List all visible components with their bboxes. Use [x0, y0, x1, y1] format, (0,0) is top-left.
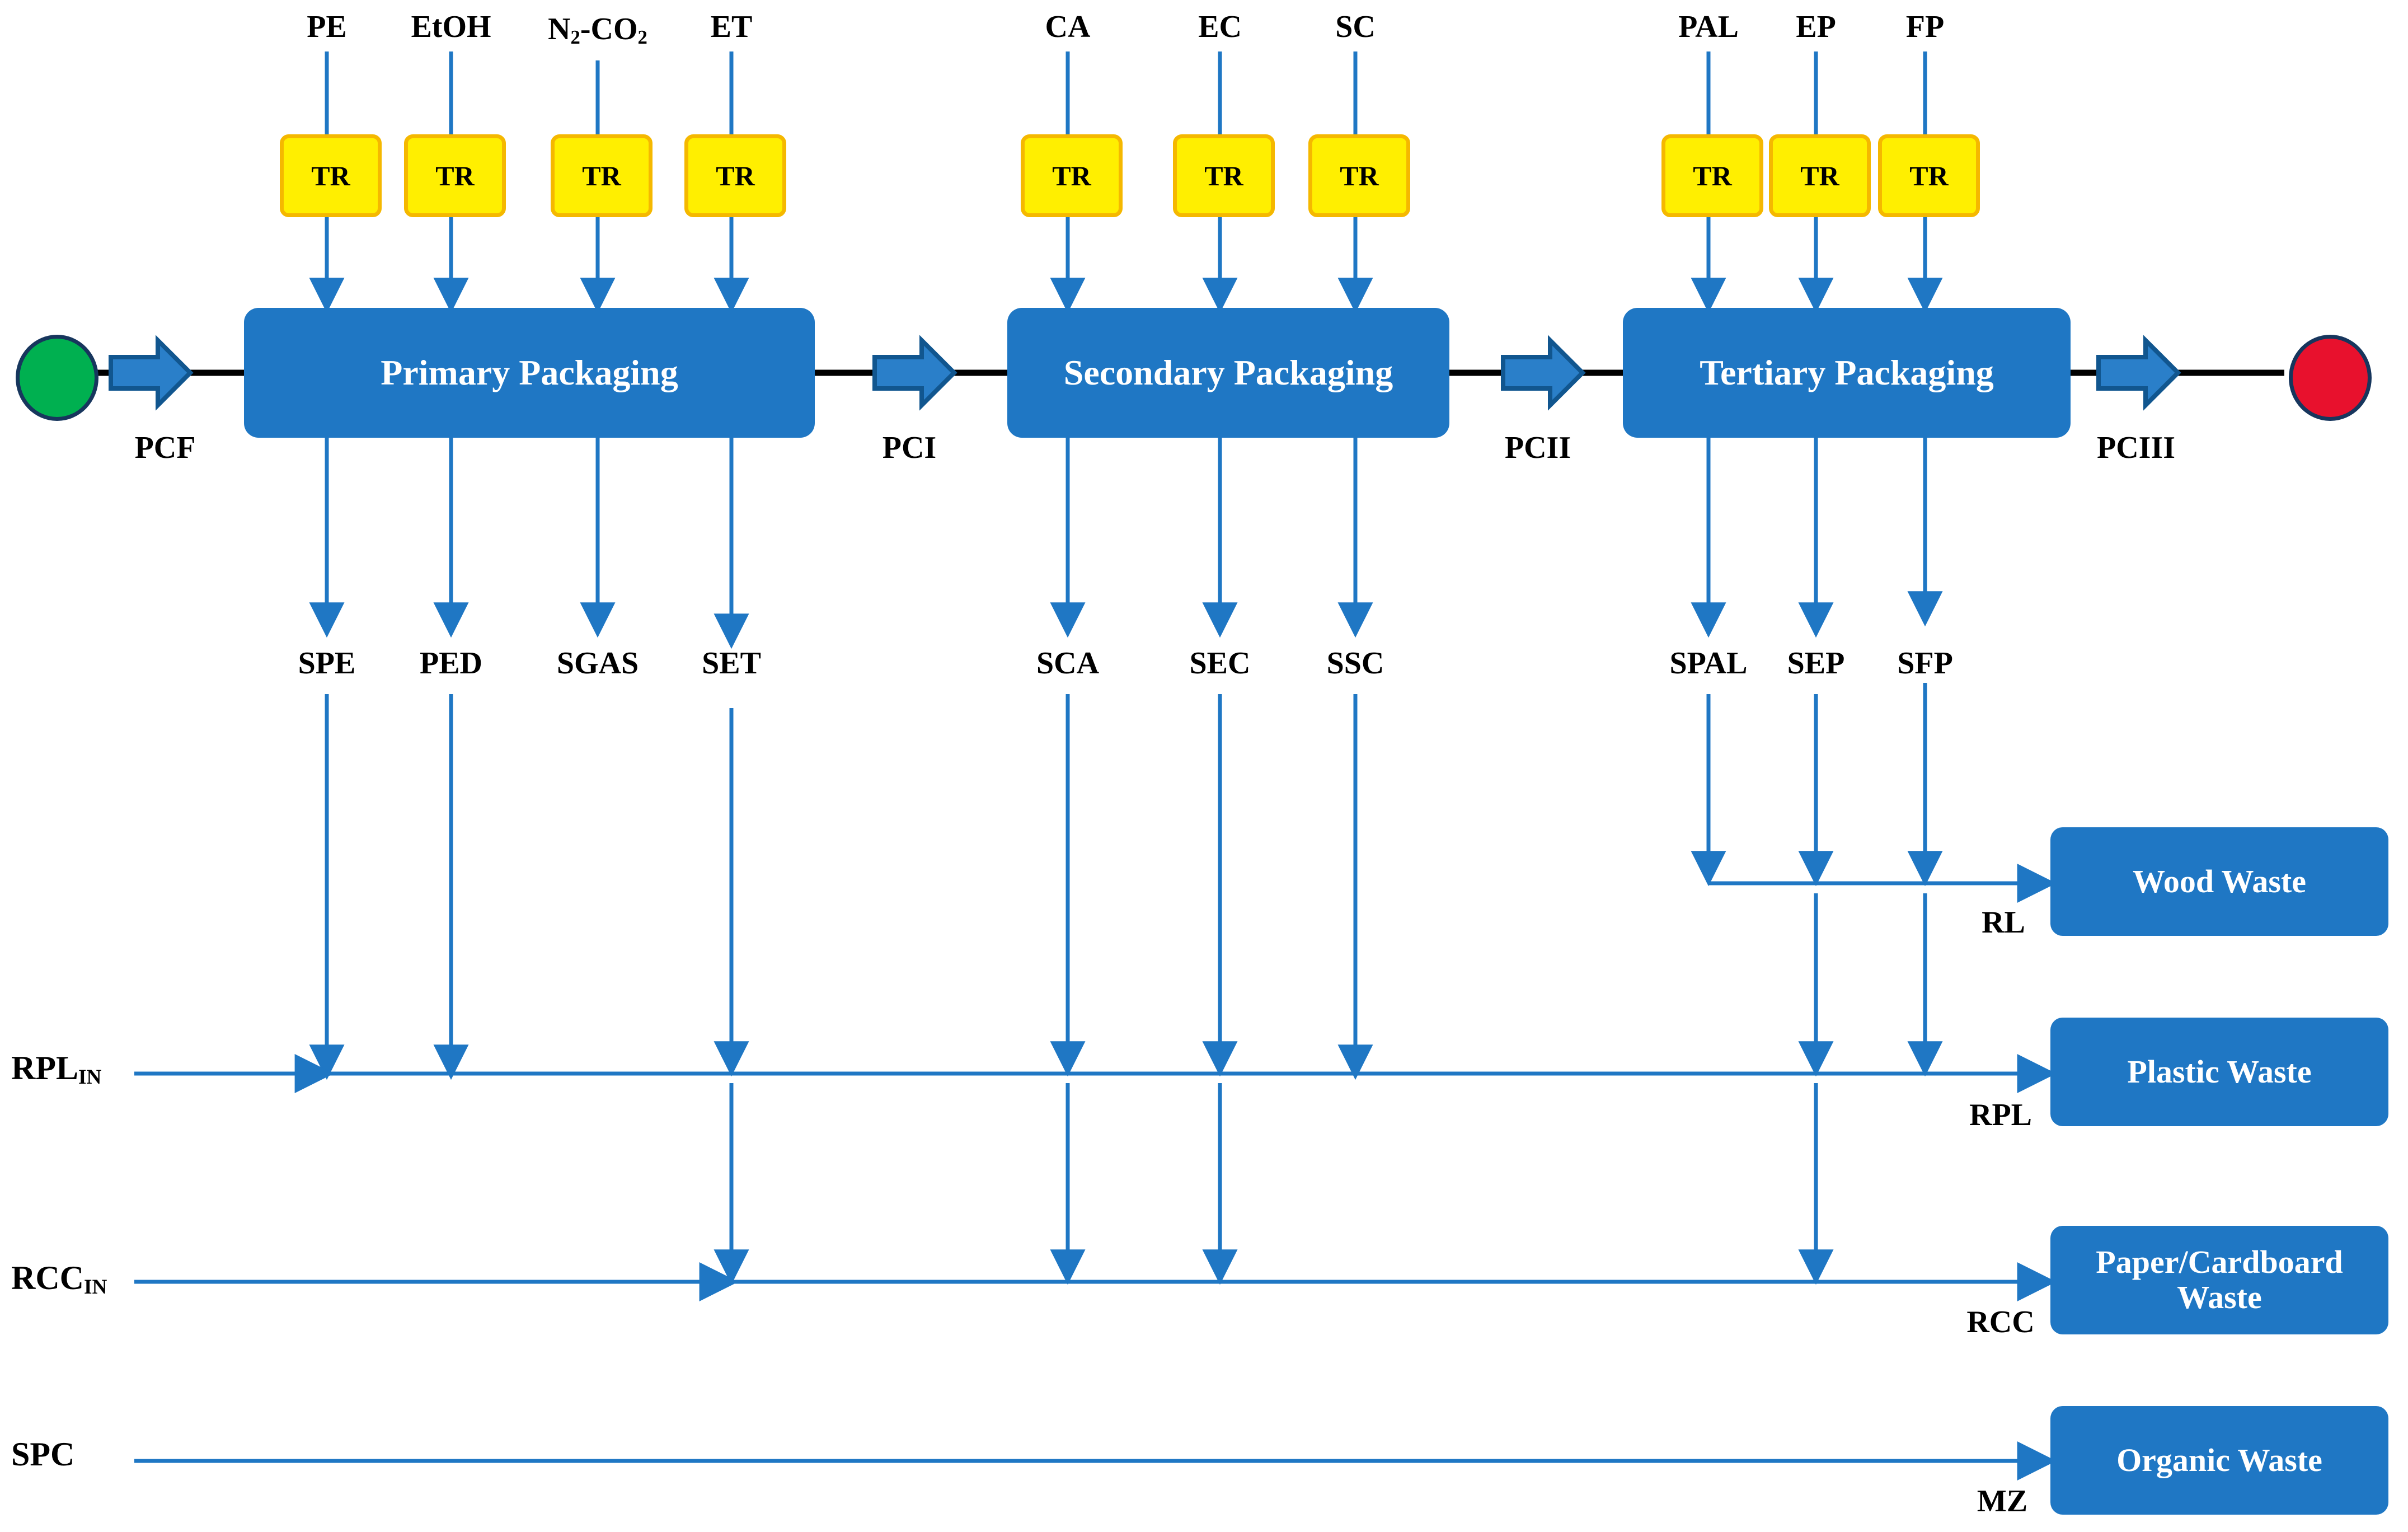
stream-label-mz: MZ: [1977, 1484, 2028, 1519]
end-node: [2289, 335, 2372, 421]
process-box-primary[interactable]: Primary Packaging: [244, 308, 815, 438]
waste-box-label-organic: Organic Waste: [2116, 1441, 2322, 1478]
output-label-sec: SEC: [1189, 646, 1251, 681]
output-label-spal: SPAL: [1669, 646, 1748, 681]
input-label-fp: FP: [1905, 10, 1945, 44]
waste-box-plastic[interactable]: Plastic Waste: [2050, 1018, 2388, 1126]
process-label-tertiary: Tertiary Packaging: [1700, 353, 1994, 392]
transport-box-ca[interactable]: TR: [1021, 134, 1123, 217]
transport-label: TR: [1204, 160, 1243, 191]
waste-box-wood[interactable]: Wood Waste: [2050, 827, 2388, 936]
transport-box-ep[interactable]: TR: [1769, 134, 1871, 217]
recycle-input-label-rpl-in: RPLIN: [11, 1050, 102, 1089]
transport-label: TR: [1340, 160, 1379, 191]
input-label-pe: PE: [307, 10, 347, 44]
waste-box-label-plastic: Plastic Waste: [2127, 1053, 2312, 1090]
input-label-pal: PAL: [1678, 10, 1739, 44]
transport-box-etoh[interactable]: TR: [404, 134, 506, 217]
process-label-primary: Primary Packaging: [381, 353, 678, 392]
waste-box-paper-cardboard[interactable]: Paper/Cardboard Waste: [2050, 1226, 2388, 1334]
output-label-sca: SCA: [1036, 646, 1100, 681]
flow-label-pciii: PCIII: [2096, 430, 2176, 465]
input-label-et: ET: [710, 10, 753, 44]
transport-label: TR: [582, 160, 621, 191]
input-label-ca: CA: [1045, 10, 1091, 44]
transport-label: TR: [1693, 160, 1732, 191]
input-label-etoh: EtOH: [411, 10, 491, 44]
stream-label-rpl: RPL: [1969, 1098, 2032, 1132]
waste-box-label-paper-cardboard: Paper/Cardboard Waste: [2096, 1244, 2343, 1315]
process-box-secondary[interactable]: Secondary Packaging: [1007, 308, 1449, 438]
output-label-ped: PED: [420, 646, 482, 681]
stream-label-rcc: RCC: [1966, 1305, 2035, 1339]
transport-box-n2co2[interactable]: TR: [551, 134, 653, 217]
transport-box-sc[interactable]: TR: [1308, 134, 1410, 217]
output-label-spe: SPE: [298, 646, 356, 681]
transport-label: TR: [1052, 160, 1091, 191]
transport-box-pal[interactable]: TR: [1661, 134, 1763, 217]
input-label-n2co2: N2-CO2: [548, 12, 647, 48]
transport-box-ec[interactable]: TR: [1173, 134, 1275, 217]
flow-label-pci: PCI: [882, 430, 937, 465]
transport-box-et[interactable]: TR: [684, 134, 786, 217]
recycle-input-label-rcc-in: RCCIN: [11, 1259, 107, 1299]
process-box-tertiary[interactable]: Tertiary Packaging: [1623, 308, 2071, 438]
transport-box-fp[interactable]: TR: [1878, 134, 1980, 217]
waste-box-label-wood: Wood Waste: [2133, 863, 2306, 899]
transport-label: TR: [1800, 160, 1839, 191]
transport-label: TR: [1909, 160, 1949, 191]
stream-label-rl: RL: [1982, 905, 2025, 940]
output-label-ssc: SSC: [1326, 646, 1384, 681]
transport-label: TR: [716, 160, 755, 191]
start-node: [16, 335, 98, 421]
output-label-sfp: SFP: [1897, 646, 1953, 681]
transport-label: TR: [311, 160, 350, 191]
transport-label: TR: [435, 160, 475, 191]
flow-label-pcf: PCF: [134, 430, 196, 465]
input-label-ep: EP: [1796, 10, 1836, 44]
input-label-ec: EC: [1198, 10, 1242, 44]
recycle-input-label-spc: SPC: [11, 1436, 75, 1473]
waste-box-organic[interactable]: Organic Waste: [2050, 1406, 2388, 1515]
process-label-secondary: Secondary Packaging: [1063, 353, 1393, 392]
output-label-sgas: SGAS: [556, 646, 639, 681]
output-label-set: SET: [702, 646, 761, 681]
transport-box-pe[interactable]: TR: [280, 134, 382, 217]
input-label-sc: SC: [1335, 10, 1376, 44]
output-label-sep: SEP: [1787, 646, 1845, 681]
flow-label-pcii: PCII: [1504, 430, 1571, 465]
